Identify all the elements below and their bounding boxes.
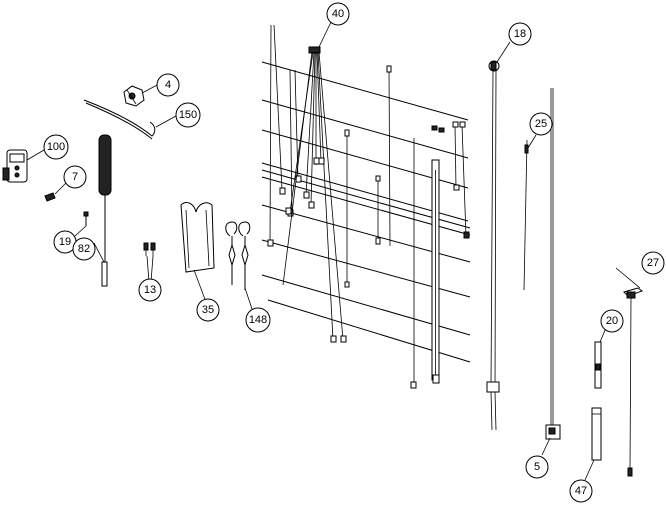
part-35-panel [180,202,215,273]
callout-label-19: 19 [59,236,71,248]
callout-150: 150 [175,102,201,128]
callout-label-82: 82 [78,243,90,255]
callout-label-13: 13 [144,284,156,296]
part-40-cord-bundle [282,46,347,343]
callout-19: 19 [53,230,77,254]
clips-group [431,121,470,239]
callout-27: 27 [641,251,665,275]
callout-148: 148 [245,307,271,333]
callout-35: 35 [196,298,220,322]
callout-40: 40 [326,2,350,26]
callout-label-100: 100 [47,141,65,153]
callout-label-4: 4 [165,79,171,91]
callout-label-5: 5 [534,461,540,473]
callout-label-35: 35 [202,304,214,316]
callout-7: 7 [63,165,87,189]
part-4-tilt-mechanism [123,85,145,107]
callout-25: 25 [529,112,553,136]
callout-13: 13 [138,278,162,302]
callout-label-25: 25 [535,118,547,130]
leader-lines [26,21,641,481]
callout-label-40: 40 [332,8,344,20]
callout-20: 20 [600,309,624,333]
callout-4: 4 [156,73,180,97]
tilt-wand [431,159,440,384]
callout-label-7: 7 [72,171,78,183]
callout-label-20: 20 [606,315,618,327]
callout-47: 47 [569,479,593,503]
part-148-hooks [225,221,251,290]
part-47-tube [591,407,602,461]
part-19-pin [83,211,89,226]
callout-label-27: 27 [647,257,659,269]
callout-label-47: 47 [575,485,587,497]
callout-18: 18 [508,22,532,46]
part-150-bent-rod [83,99,156,140]
callout-82: 82 [72,237,96,261]
part-18-lift-cord [486,60,500,431]
part-5-tilt-rod [545,88,561,440]
callout-label-18: 18 [514,28,526,40]
part-27-t-handle [623,287,644,477]
callout-label-150: 150 [179,109,197,121]
callout-5: 5 [525,455,549,479]
callout-label-148: 148 [249,314,267,326]
part-13-fittings [143,242,156,256]
mid-cords [344,65,417,389]
callout-100: 100 [43,134,69,160]
part-25-cord [523,139,529,291]
ladder-cords-left [267,24,302,247]
part-82-brush [98,134,112,287]
part-100-control-unit [2,149,28,183]
part-7-clip [44,192,56,202]
part-20-rod [594,341,602,389]
